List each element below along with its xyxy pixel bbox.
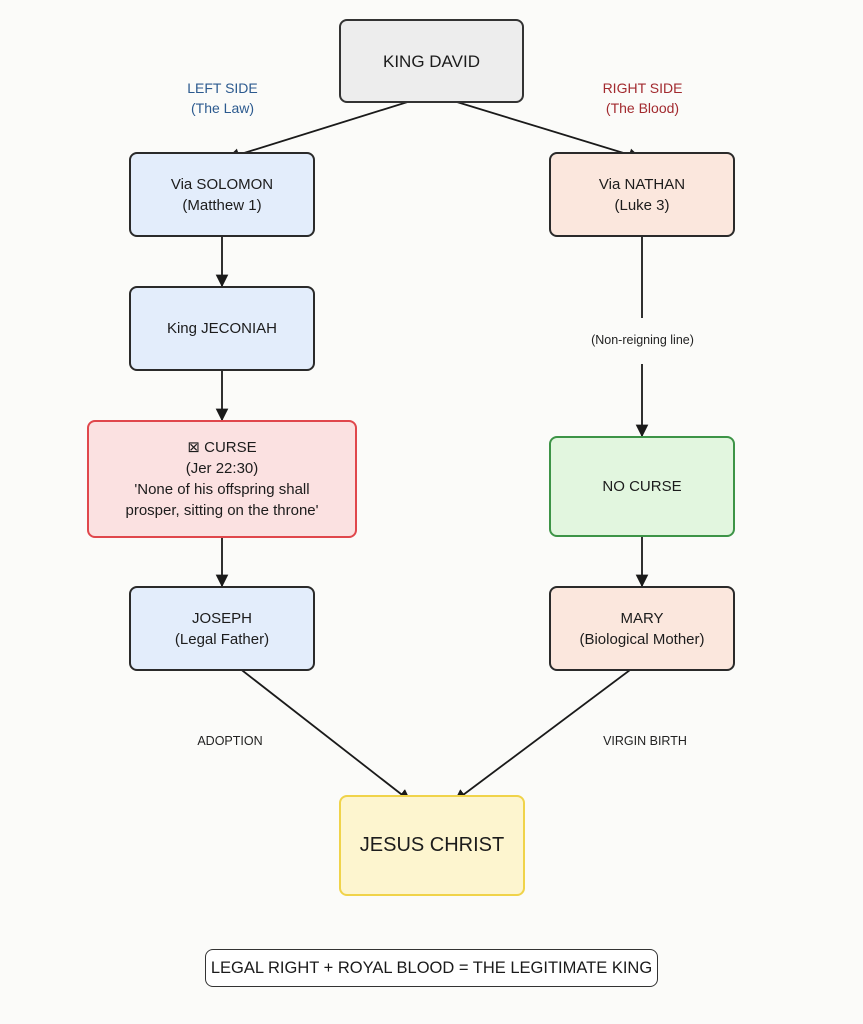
via-nathan-node: Via NATHAN (Luke 3) [549, 152, 735, 237]
right-side-subtitle: (The Blood) [605, 100, 680, 116]
node-label: MARY [620, 609, 664, 627]
edge-label-text: (Non-reigning line) [591, 333, 694, 347]
node-label: Via NATHAN [598, 175, 686, 193]
node-label: JESUS CHRIST [359, 834, 505, 856]
node-label: ⊠ CURSE [187, 439, 257, 456]
via-solomon-node: Via SOLOMON (Matthew 1) [129, 152, 315, 237]
left-side-header: LEFT SIDE (The Law) [150, 78, 295, 118]
left-side-title: LEFT SIDE [187, 80, 258, 96]
adoption-edge-label: ADOPTION [180, 731, 280, 751]
left-side-subtitle: (The Law) [190, 100, 255, 116]
virgin-birth-edge-label: VIRGIN BIRTH [590, 731, 700, 751]
non-reigning-line-label: (Non-reigning line) [560, 330, 725, 350]
edge-label-text: VIRGIN BIRTH [603, 734, 687, 748]
node-label: KING DAVID [383, 51, 480, 71]
jesus-christ-node: JESUS CHRIST [339, 795, 525, 896]
node-label: Via SOLOMON [170, 175, 274, 193]
node-label: King JECONIAH [166, 320, 278, 337]
king-david-node: KING DAVID [339, 19, 524, 103]
joseph-node: JOSEPH (Legal Father) [129, 586, 315, 671]
right-side-title: RIGHT SIDE [602, 80, 683, 96]
node-sublabel: (Legal Father) [174, 630, 270, 648]
node-sublabel: (Biological Mother) [579, 630, 705, 648]
curse-node: ⊠ CURSE (Jer 22:30) 'None of his offspri… [87, 420, 357, 538]
right-side-header: RIGHT SIDE (The Blood) [570, 78, 715, 118]
summary-equation: LEGAL RIGHT + ROYAL BLOOD = THE LEGITIMA… [205, 949, 658, 987]
node-quote-line-2: prosper, sitting on the throne' [125, 502, 319, 519]
node-label: NO CURSE [602, 478, 682, 495]
node-quote-line-1: 'None of his offspring shall [134, 481, 310, 498]
node-label: JOSEPH [191, 609, 252, 627]
node-sublabel: (Matthew 1) [182, 196, 262, 214]
no-curse-node: NO CURSE [549, 436, 735, 537]
edge-label-text: ADOPTION [197, 734, 263, 748]
mary-node: MARY (Biological Mother) [549, 586, 735, 671]
node-sublabel: (Luke 3) [614, 196, 670, 214]
summary-text: LEGAL RIGHT + ROYAL BLOOD = THE LEGITIMA… [210, 958, 653, 977]
king-jeconiah-node: King JECONIAH [129, 286, 315, 371]
node-reference: (Jer 22:30) [185, 460, 259, 477]
